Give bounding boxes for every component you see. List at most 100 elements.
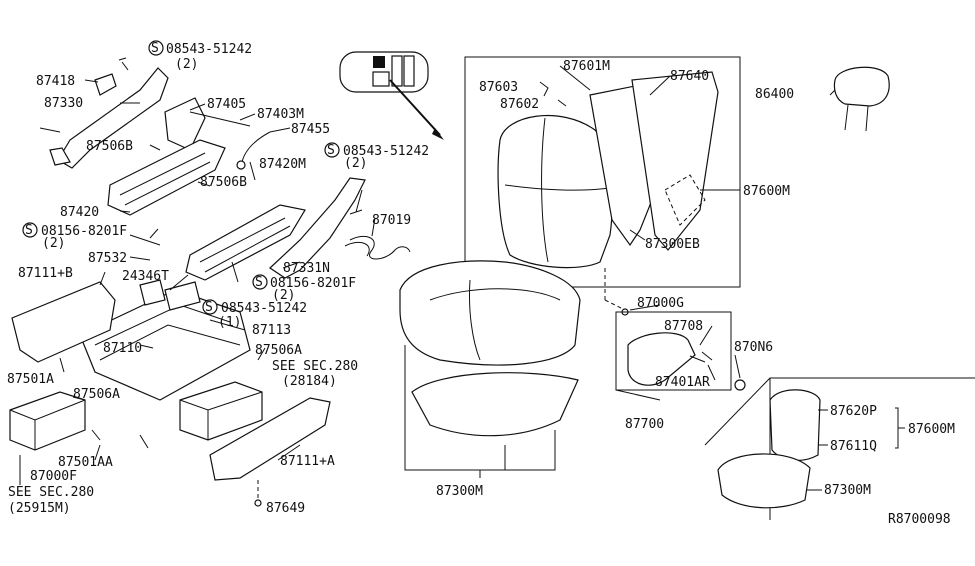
label-87019: 87019 xyxy=(372,213,411,228)
bolt-08543-a xyxy=(118,57,129,71)
label-87110: 87110 xyxy=(103,341,142,356)
label-86400: 86400 xyxy=(755,87,794,102)
adjuster-87420 xyxy=(107,139,226,216)
leader-87700 xyxy=(615,389,661,401)
module-28184 xyxy=(179,381,263,441)
label-see-sec280-a: SEE SEC.280 xyxy=(272,359,358,374)
seatback-group-box xyxy=(464,56,741,288)
leader-87000g-b xyxy=(604,299,626,311)
label-87700: 87700 xyxy=(625,417,664,432)
label-87330: 87330 xyxy=(44,96,83,111)
label-87331n: 87331N xyxy=(283,261,330,276)
headrest-86400 xyxy=(833,66,890,107)
label-87300eb: 87300EB xyxy=(645,237,700,252)
label-87300m-a: 87300M xyxy=(436,484,483,499)
inset-cushion xyxy=(717,453,811,509)
label-87611q: 87611Q xyxy=(830,439,877,454)
inset-seatback xyxy=(769,389,821,462)
seat-cushion-87300m xyxy=(399,260,581,366)
diagram-code: R8700098 xyxy=(888,512,951,527)
bolt-87506b xyxy=(39,127,61,133)
side-cover-87331n xyxy=(269,177,366,279)
label-87401ar: 87401AR xyxy=(655,375,710,390)
label-panel-3 xyxy=(372,71,390,87)
label-08156-8201f-a: 08156-8201F xyxy=(41,224,127,239)
label-87506a-b: 87506A xyxy=(73,387,120,402)
label-87000g: 87000G xyxy=(637,296,684,311)
warning-label xyxy=(339,51,444,140)
label-87455: 87455 xyxy=(291,122,330,137)
screw-symbol-b xyxy=(324,142,340,158)
label-870n6: 870N6 xyxy=(734,340,773,355)
module-28184-edges xyxy=(179,391,263,440)
label-87420: 87420 xyxy=(60,205,99,220)
label-see-sec280-a-ref: (28184) xyxy=(282,374,337,389)
screw-s-b: S xyxy=(327,143,335,158)
label-87601m: 87601M xyxy=(563,59,610,74)
label-87113: 87113 xyxy=(252,323,291,338)
label-87506b-b: 87506B xyxy=(200,175,247,190)
screw-symbol-a xyxy=(148,40,164,56)
label-08543-51242-c: 08543-51242 xyxy=(221,301,307,316)
label-87403m: 87403M xyxy=(257,107,304,122)
screw-symbol-e xyxy=(202,299,218,315)
label-87420m: 87420M xyxy=(259,157,306,172)
label-87602: 87602 xyxy=(500,97,539,112)
bracket-87418 xyxy=(94,73,117,96)
label-08543-51242-b-qty: (2) xyxy=(344,156,367,171)
label-24346t: 24346T xyxy=(122,269,169,284)
seatback-pad xyxy=(497,114,613,269)
front-cover-87111b xyxy=(11,281,116,363)
bolt-87501a xyxy=(59,357,65,373)
label-87603: 87603 xyxy=(479,80,518,95)
label-87600m-a: 87600M xyxy=(743,184,790,199)
label-black-square xyxy=(373,56,385,68)
label-87649: 87649 xyxy=(266,501,305,516)
label-87708: 87708 xyxy=(664,319,703,334)
label-87506b-a: 87506B xyxy=(86,139,133,154)
adjuster-87420m-lines xyxy=(199,217,291,273)
label-87506a-a: 87506A xyxy=(255,343,302,358)
screw-symbol-d xyxy=(252,274,268,290)
inset-seat-trim xyxy=(704,377,975,520)
headrest-post-l xyxy=(844,104,849,131)
adjuster-87420m xyxy=(185,204,306,281)
seat-adjuster-assembly xyxy=(9,57,411,507)
inset-bracket xyxy=(895,407,905,449)
label-87111a: 87111+A xyxy=(280,454,335,469)
rear-cover-87111a xyxy=(209,397,331,481)
screw-s-c: S xyxy=(25,223,33,238)
seat-cushion-assembly xyxy=(399,260,746,478)
label-08156-8201f-b-qty: (2) xyxy=(272,288,295,303)
label-87501aa: 87501AA xyxy=(58,455,113,470)
label-87532: 87532 xyxy=(88,251,127,266)
cushion-bracket-lines xyxy=(404,345,556,478)
label-08543-51242-c-qty: (1) xyxy=(218,315,241,330)
cap-870n6 xyxy=(734,379,746,391)
screw-s-e: S xyxy=(205,300,213,315)
label-87640: 87640 xyxy=(670,69,709,84)
adjuster-rail-lines xyxy=(119,152,211,206)
label-87418: 87418 xyxy=(36,74,75,89)
label-87405: 87405 xyxy=(207,97,246,112)
clip-87602 xyxy=(557,99,567,107)
bolt-87506a-b xyxy=(91,429,101,441)
bolt-87501aa xyxy=(139,434,149,449)
label-panel-1 xyxy=(391,55,403,87)
harness-87019 xyxy=(349,235,411,260)
label-87501a: 87501A xyxy=(7,372,54,387)
recliner-87405 xyxy=(164,97,206,151)
label-87300m-b: 87300M xyxy=(824,483,871,498)
cover-clip xyxy=(49,147,71,166)
label-87620p: 87620P xyxy=(830,404,877,419)
label-08543-51242-a: 08543-51242 xyxy=(166,42,252,57)
label-87600m-b: 87600M xyxy=(908,422,955,437)
cushion-pan xyxy=(411,372,579,437)
label-08543-51242-b: 08543-51242 xyxy=(343,144,429,159)
label-leaders xyxy=(72,65,836,461)
seat-back-assembly xyxy=(464,56,890,316)
module-87000f xyxy=(9,391,86,451)
cable-87455 xyxy=(241,131,271,163)
seatback-seams xyxy=(504,117,611,263)
